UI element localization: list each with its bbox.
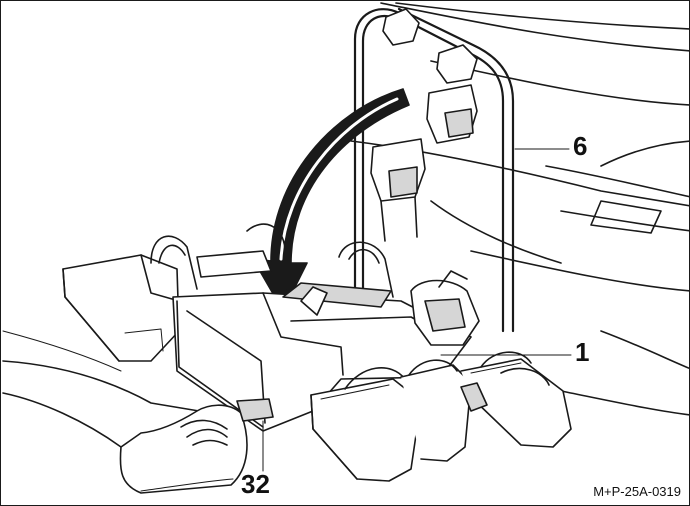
bike-carrier-platform: [62, 223, 572, 482]
reference-code: M+P-25A-0319: [593, 484, 681, 499]
callout-label-6: 6: [573, 131, 588, 161]
support-frame: [353, 7, 515, 333]
callout-label-1: 1: [575, 337, 590, 367]
foot-on-pedal: [2, 330, 274, 494]
callout-leaders: [440, 148, 572, 356]
callout-label-32: 32: [241, 469, 270, 499]
